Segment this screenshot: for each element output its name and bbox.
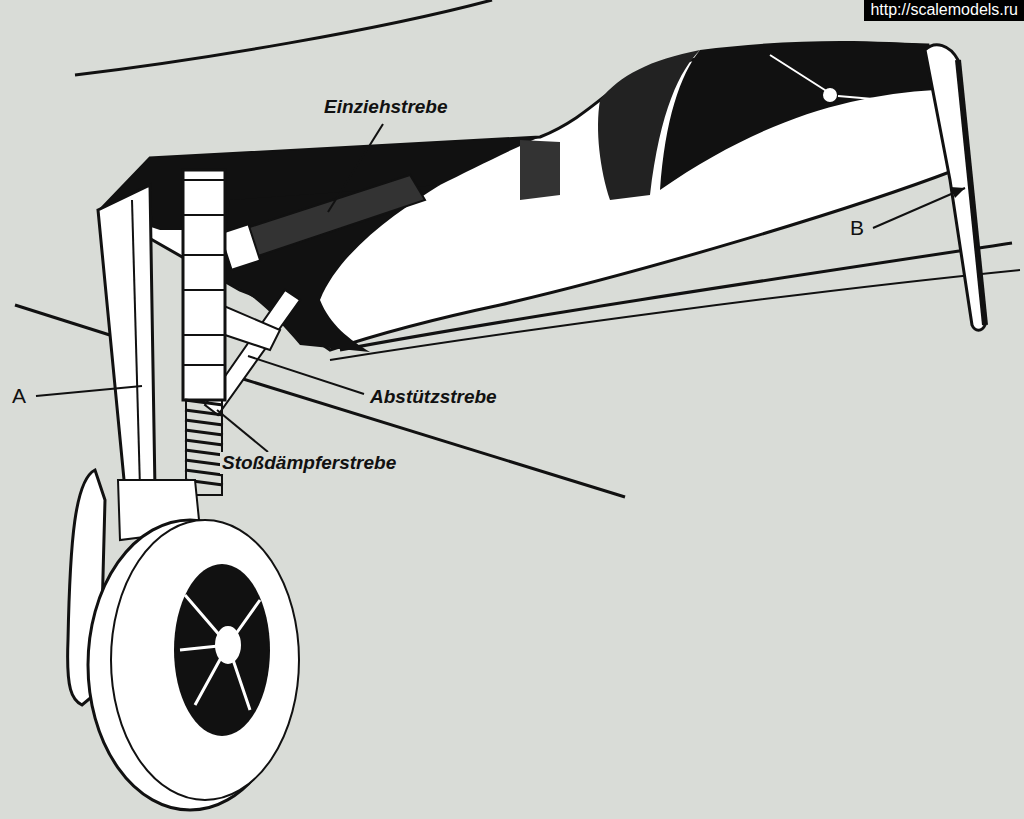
callout-letter: B	[848, 216, 866, 240]
part-label: Abstützstrebe	[368, 386, 499, 408]
part-label: Stoßdämpferstrebe	[220, 452, 398, 474]
watermark: http://scalemodels.ru	[864, 0, 1024, 21]
callout-letter: A	[10, 384, 28, 408]
part-label: Einziehstrebe	[322, 96, 450, 118]
